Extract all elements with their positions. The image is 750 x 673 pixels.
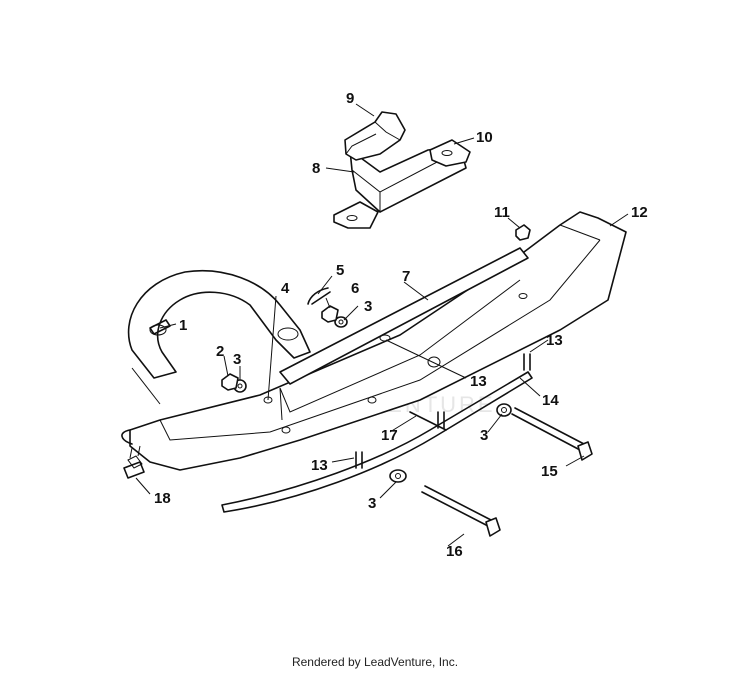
handle-loop bbox=[127, 270, 311, 379]
callout-labels: 1 2 3 4 5 6 3 7 8 9 10 11 12 13 13 14 17… bbox=[154, 90, 648, 560]
callout-3d: 3 bbox=[368, 495, 376, 512]
callout-12: 12 bbox=[631, 204, 648, 221]
callout-6: 6 bbox=[351, 280, 359, 297]
runner-part-14 bbox=[221, 371, 533, 513]
nut-part-11 bbox=[515, 224, 531, 241]
callout-5: 5 bbox=[336, 262, 344, 279]
leader-lines bbox=[135, 103, 629, 547]
callout-14: 14 bbox=[542, 392, 559, 409]
bracket-tab-left bbox=[333, 201, 379, 229]
footer-credit: Rendered by LeadVenture, Inc. bbox=[291, 655, 459, 669]
studs-part-13 bbox=[355, 353, 531, 469]
handle-loop-part-4 bbox=[127, 270, 311, 405]
bolt-part-16 bbox=[421, 485, 501, 537]
callout-10: 10 bbox=[476, 129, 493, 146]
callout-17: 17 bbox=[381, 427, 398, 444]
callout-15: 15 bbox=[541, 463, 558, 480]
callout-7: 7 bbox=[402, 268, 410, 285]
washers-part-3 bbox=[233, 316, 512, 483]
bolt-part-15 bbox=[511, 407, 593, 461]
callout-8: 8 bbox=[312, 160, 320, 177]
callout-1: 1 bbox=[179, 317, 187, 334]
callout-11: 11 bbox=[494, 204, 510, 221]
saddle-part-9 bbox=[344, 111, 406, 161]
ski-body bbox=[129, 211, 627, 471]
callout-18: 18 bbox=[154, 490, 171, 507]
bracket-assembly bbox=[333, 111, 471, 229]
bolt-part-18 bbox=[123, 445, 145, 479]
callout-3a: 3 bbox=[233, 351, 241, 368]
nut-part-2 bbox=[221, 373, 239, 391]
callout-9: 9 bbox=[346, 90, 354, 107]
stud-part-17 bbox=[409, 411, 447, 431]
pin-part-5 bbox=[307, 287, 331, 305]
callout-16: 16 bbox=[446, 543, 463, 560]
callout-4: 4 bbox=[281, 280, 290, 297]
nut-part-6 bbox=[321, 305, 339, 323]
wear-strip-part-7 bbox=[279, 247, 529, 385]
callout-13a: 13 bbox=[546, 332, 563, 349]
callout-3b: 3 bbox=[364, 298, 372, 315]
callout-13b: 13 bbox=[470, 373, 487, 390]
callout-3c: 3 bbox=[480, 427, 488, 444]
callout-2: 2 bbox=[216, 343, 224, 360]
bracket-tab-right bbox=[429, 139, 471, 167]
callout-13c: 13 bbox=[311, 457, 328, 474]
